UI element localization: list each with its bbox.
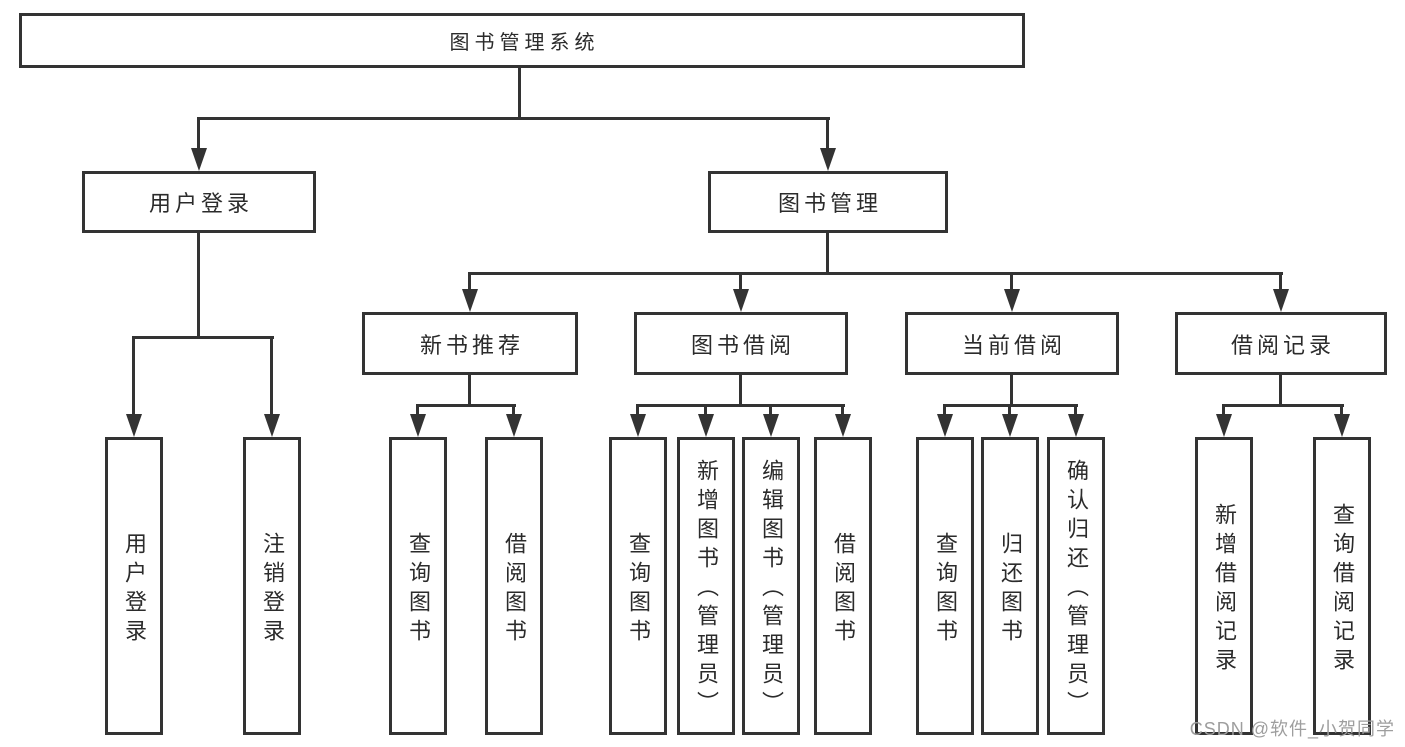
arrow-down-icon — [462, 289, 478, 312]
connector-line-vertical — [132, 337, 135, 417]
node-label: 查询借阅记录 — [1330, 502, 1355, 677]
connector-line-horizontal — [468, 272, 1283, 275]
node-cur-return-book: 归还图书 — [981, 437, 1039, 735]
connector-line-vertical — [739, 273, 742, 292]
connector-line-vertical — [512, 405, 515, 417]
node-label: 新书推荐 — [419, 332, 524, 358]
arrow-down-icon — [820, 148, 836, 171]
node-recd-add-record: 新增借阅记录 — [1195, 437, 1253, 735]
connector-line-vertical — [468, 375, 471, 407]
node-current-borrow: 当前借阅 — [905, 312, 1119, 375]
node-rec-query-book: 查询图书 — [389, 437, 447, 735]
arrow-down-icon — [410, 414, 426, 437]
node-bor-add-book: 新增图书（管理员） — [677, 437, 735, 735]
connector-line-vertical — [518, 68, 521, 120]
connector-line-vertical — [1222, 405, 1225, 417]
node-label: 归还图书 — [998, 531, 1023, 648]
node-label: 图书管理 — [777, 191, 882, 216]
node-label: 查询图书 — [626, 531, 651, 648]
connector-line-vertical — [197, 118, 200, 151]
arrow-down-icon — [1002, 414, 1018, 437]
connector-line-vertical — [826, 118, 829, 151]
connector-line-horizontal — [132, 336, 274, 339]
node-user-login-action: 用户登录 — [105, 437, 163, 735]
connector-line-vertical — [270, 337, 273, 417]
arrow-down-icon — [1334, 414, 1350, 437]
connector-line-vertical — [636, 405, 639, 417]
node-bor-borrow-book: 借阅图书 — [814, 437, 872, 735]
connector-line-vertical — [943, 405, 946, 417]
arrow-down-icon — [835, 414, 851, 437]
node-label: 编辑图书（管理员） — [759, 459, 784, 720]
node-label: 新增图书（管理员） — [694, 459, 719, 720]
node-user-login: 用户登录 — [82, 171, 316, 233]
node-label: 借阅图书 — [831, 531, 856, 648]
arrow-down-icon — [1273, 289, 1289, 312]
node-root: 图书管理系统 — [19, 13, 1025, 68]
node-rec-borrow-book: 借阅图书 — [485, 437, 543, 735]
connector-line-vertical — [769, 405, 772, 417]
watermark: CSDN @软件_小贺同学 — [1189, 719, 1395, 739]
node-book-mgmt: 图书管理 — [708, 171, 948, 233]
arrow-down-icon — [937, 414, 953, 437]
connector-line-vertical — [1279, 273, 1282, 292]
arrow-down-icon — [1216, 414, 1232, 437]
arrow-down-icon — [763, 414, 779, 437]
node-label: 查询图书 — [933, 531, 958, 648]
arrow-down-icon — [1004, 289, 1020, 312]
connector-line-vertical — [1010, 273, 1013, 292]
node-label: 图书管理系统 — [449, 32, 600, 54]
connector-line-horizontal — [1222, 404, 1344, 407]
node-logout-action: 注销登录 — [243, 437, 301, 735]
node-bor-query-book: 查询图书 — [609, 437, 667, 735]
node-cur-confirm-return: 确认归还（管理员） — [1047, 437, 1105, 735]
node-bor-edit-book: 编辑图书（管理员） — [742, 437, 800, 735]
arrow-down-icon — [733, 289, 749, 312]
connector-line-vertical — [416, 405, 419, 417]
node-new-book-rec: 新书推荐 — [362, 312, 578, 375]
node-label: 图书借阅 — [690, 332, 795, 358]
connector-line-vertical — [197, 232, 200, 339]
node-label: 用户登录 — [122, 531, 147, 648]
node-label: 新增借阅记录 — [1212, 502, 1237, 677]
connector-line-vertical — [739, 375, 742, 407]
arrow-down-icon — [126, 414, 142, 437]
connector-line-vertical — [468, 273, 471, 292]
connector-line-vertical — [841, 405, 844, 417]
arrow-down-icon — [506, 414, 522, 437]
connector-line-vertical — [1010, 375, 1013, 407]
arrow-down-icon — [630, 414, 646, 437]
connector-line-vertical — [826, 232, 829, 275]
node-borrow-records: 借阅记录 — [1175, 312, 1387, 375]
node-recd-query-record: 查询借阅记录 — [1313, 437, 1371, 735]
arrow-down-icon — [1068, 414, 1084, 437]
connector-line-vertical — [1279, 375, 1282, 407]
connector-line-vertical — [704, 405, 707, 417]
node-label: 用户登录 — [148, 191, 253, 216]
node-cur-query-book: 查询图书 — [916, 437, 974, 735]
node-book-borrow: 图书借阅 — [634, 312, 848, 375]
connector-line-horizontal — [197, 117, 830, 120]
node-label: 当前借阅 — [961, 332, 1066, 358]
node-label: 确认归还（管理员） — [1064, 459, 1089, 720]
connector-line-vertical — [1008, 405, 1011, 417]
connector-line-vertical — [1074, 405, 1077, 417]
arrow-down-icon — [264, 414, 280, 437]
node-label: 借阅图书 — [502, 531, 527, 648]
node-label: 借阅记录 — [1230, 332, 1335, 358]
node-label: 注销登录 — [260, 531, 285, 648]
arrow-down-icon — [698, 414, 714, 437]
connector-line-horizontal — [636, 404, 845, 407]
connector-line-vertical — [1340, 405, 1343, 417]
node-label: 查询图书 — [406, 531, 431, 648]
connector-line-horizontal — [416, 404, 516, 407]
arrow-down-icon — [191, 148, 207, 171]
